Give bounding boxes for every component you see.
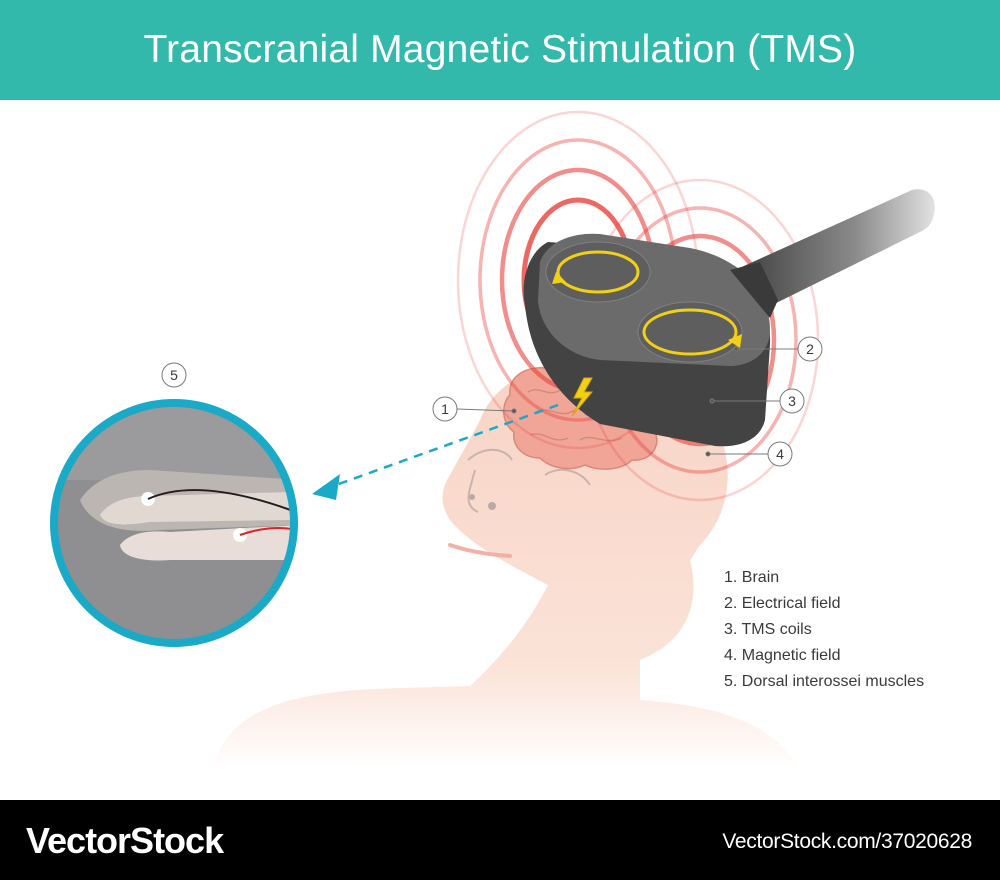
signal-dashed-line [335, 403, 559, 487]
title-banner: Transcranial Magnetic Stimulation (TMS) [0, 0, 1000, 100]
callout-label: 4 [776, 446, 784, 462]
callout-label: 1 [441, 401, 449, 417]
callout-2: 2 [797, 336, 823, 362]
current-arrow-head-icon [552, 272, 566, 284]
callout-label: 5 [170, 367, 178, 383]
vectorstock-logo: VectorStock [26, 820, 224, 861]
lightning-icon [571, 377, 594, 417]
footer-bar: VectorStock VectorStock.com/37020628 [0, 800, 1000, 880]
callout-1: 1 [432, 396, 458, 422]
current-arrow-head-icon [728, 334, 742, 348]
callout-leaders [456, 346, 798, 457]
legend-item-dorsal-interossei: 5. Dorsal interossei muscles [724, 673, 925, 690]
page-title: Transcranial Magnetic Stimulation (TMS) [143, 28, 857, 71]
legend-item-magnetic-field: 4. Magnetic field [724, 647, 841, 664]
patient-head [215, 356, 800, 770]
legend: 1. Brain 2. Electrical field 3. TMS coil… [724, 565, 924, 695]
legend-item-electrical-field: 2. Electrical field [724, 595, 841, 612]
legend-item-tms-coils: 3. TMS coils [724, 621, 812, 638]
callout-label: 2 [806, 341, 814, 357]
callout-5: 5 [161, 362, 187, 388]
image-url: VectorStock.com/37020628 [722, 830, 972, 853]
signal-arrow-icon [312, 474, 340, 500]
coil-handle [735, 189, 935, 312]
hand-inset [50, 399, 298, 647]
callout-3: 3 [779, 388, 805, 414]
current-arrows [556, 250, 738, 356]
tms-illustration: 1 2 3 4 5 [50, 110, 935, 770]
callout-4: 4 [767, 441, 793, 467]
callout-label: 3 [788, 393, 796, 409]
legend-item-brain: 1. Brain [724, 569, 780, 586]
